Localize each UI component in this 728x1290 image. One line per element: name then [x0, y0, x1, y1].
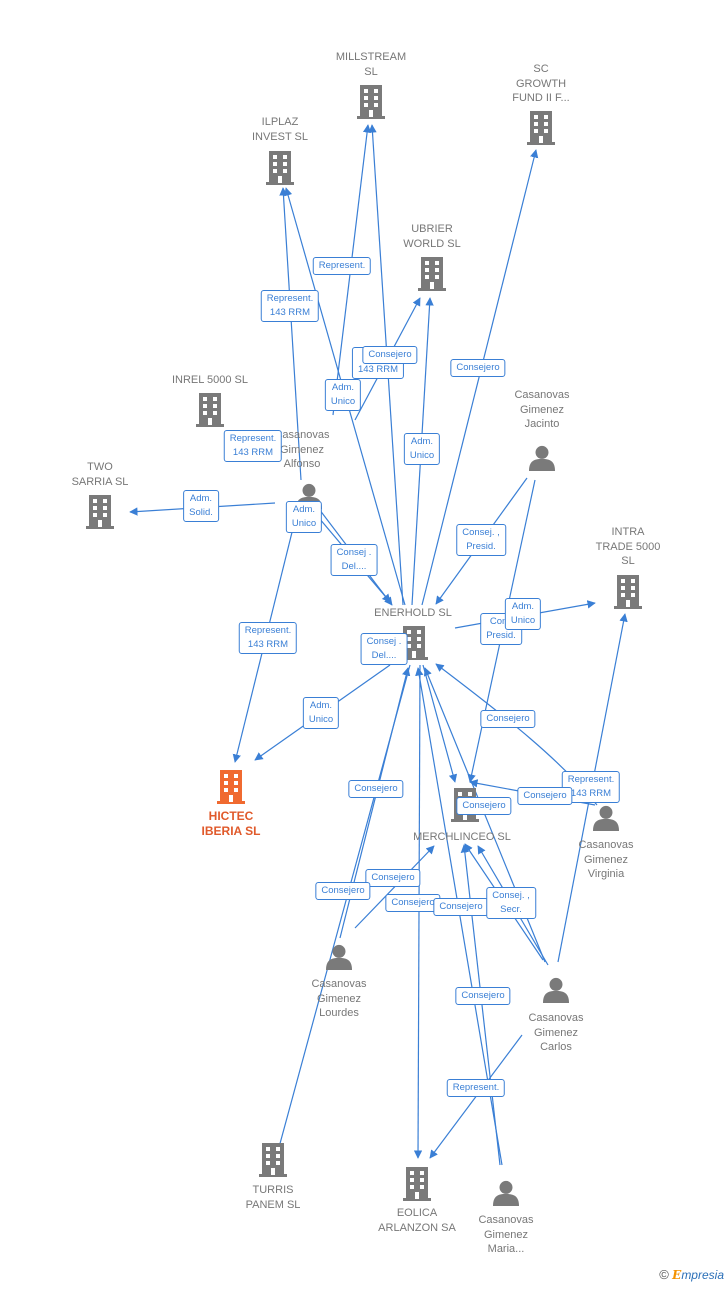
edge-label[interactable]: Consejero	[517, 787, 573, 805]
node-label-millstream[interactable]: MILLSTREAM SL	[335, 51, 407, 78]
edge-line	[354, 845, 435, 929]
node-label-maria[interactable]: Casanovas Gimenez Maria...	[478, 1214, 534, 1255]
node-label-intra[interactable]: INTRA TRADE 5000 SL	[595, 526, 661, 567]
edge-label[interactable]: Represent. 143 RRM	[260, 290, 320, 322]
edge-label[interactable]: Consej. , Secr.	[486, 887, 536, 919]
edge-label[interactable]: Consej . Del....	[330, 544, 378, 576]
edge-line	[279, 187, 302, 481]
edge-label[interactable]: Consejero	[362, 346, 418, 364]
edge-label[interactable]: Adm. Unico	[504, 598, 542, 630]
brand-rest: mpresia	[681, 1268, 724, 1282]
node-label-scgrowth[interactable]: SC GROWTH FUND II F...	[512, 63, 570, 104]
edge-label[interactable]: Consejero	[385, 894, 441, 912]
node-label-inrel[interactable]: INREL 5000 SL	[171, 374, 249, 386]
edge-label[interactable]: Consej . Del....	[360, 633, 408, 665]
edge-label[interactable]: Adm. Unico	[403, 433, 441, 465]
person-icon[interactable]	[529, 445, 555, 471]
empresia-watermark: © Empresia	[659, 1267, 724, 1282]
node-label-merchlinceo[interactable]: MERCHLINCEO SL	[413, 831, 511, 843]
building-icon[interactable]	[357, 85, 385, 119]
edge-label[interactable]: Consejero	[348, 780, 404, 798]
brand-initial: E	[672, 1268, 682, 1282]
edge-label[interactable]: Represent.	[446, 1079, 506, 1097]
building-icon[interactable]	[196, 393, 224, 427]
copyright-symbol: ©	[659, 1267, 669, 1282]
edge-label[interactable]: Consejero	[315, 882, 371, 900]
node-label-enerhold[interactable]: ENERHOLD SL	[374, 607, 452, 619]
building-icon[interactable]	[86, 495, 114, 529]
edge-label[interactable]: Consejero	[455, 987, 511, 1005]
node-label-lourdes[interactable]: Casanovas Gimenez Lourdes	[311, 978, 367, 1019]
edge-line	[422, 664, 458, 783]
node-label-alfonso[interactable]: Casanovas Gimenez Alfonso	[274, 429, 330, 470]
node-label-eolica[interactable]: EOLICA ARLANZON SA	[378, 1207, 456, 1234]
building-icon[interactable]	[217, 770, 245, 804]
edge-label[interactable]: Represent.	[312, 257, 372, 275]
node-label-carlos[interactable]: Casanovas Gimenez Carlos	[528, 1012, 584, 1053]
edge-label[interactable]: Consejero	[433, 898, 489, 916]
node-label-ubrier[interactable]: UBRIER WORLD SL	[403, 223, 461, 250]
edge-label[interactable]: Consejero	[365, 869, 421, 887]
node-label-jacinto[interactable]: Casanovas Gimenez Jacinto	[514, 389, 570, 430]
edge-label[interactable]: Adm. Unico	[302, 697, 340, 729]
edge-label[interactable]: Adm. Unico	[324, 379, 362, 411]
edge-label[interactable]: Consejero	[450, 359, 506, 377]
edge-label[interactable]: Adm. Solid.	[183, 490, 219, 522]
person-icon[interactable]	[543, 977, 569, 1003]
person-icon[interactable]	[493, 1180, 519, 1206]
node-label-ilplaz[interactable]: ILPLAZ INVEST SL	[251, 116, 309, 143]
node-label-hictec[interactable]: HICTEC IBERIA SL	[201, 809, 261, 838]
person-icon[interactable]	[593, 805, 619, 831]
edge-label[interactable]: Consej. , Presid.	[456, 524, 506, 556]
edge-label[interactable]: Represent. 143 RRM	[238, 622, 298, 654]
node-label-two[interactable]: TWO SARRIA SL	[71, 461, 129, 488]
person-icon[interactable]	[326, 944, 352, 970]
edge-line	[421, 149, 539, 606]
edge-label[interactable]: Adm. Unico	[285, 501, 323, 533]
node-label-virginia[interactable]: Casanovas Gimenez Virginia	[578, 839, 634, 880]
building-icon[interactable]	[418, 257, 446, 291]
building-icon[interactable]	[614, 575, 642, 609]
building-icon[interactable]	[259, 1143, 287, 1177]
building-icon[interactable]	[266, 151, 294, 185]
building-icon[interactable]	[527, 111, 555, 145]
edge-label[interactable]: Consejero	[480, 710, 536, 728]
edge-label[interactable]: Consejero	[456, 797, 512, 815]
edge-label[interactable]: Represent. 143 RRM	[223, 430, 283, 462]
node-label-turris[interactable]: TURRIS PANEM SL	[245, 1184, 301, 1211]
building-icon[interactable]	[403, 1167, 431, 1201]
